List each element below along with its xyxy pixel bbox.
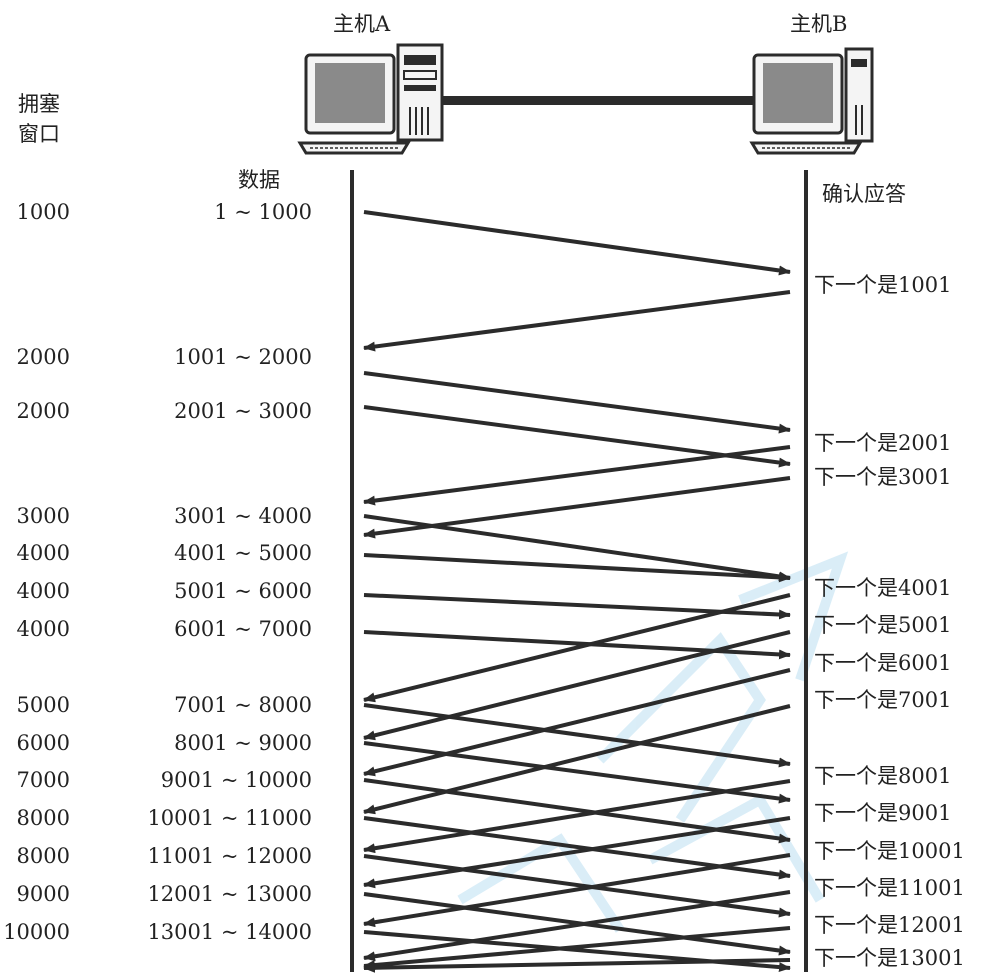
data-range: 2001 ~ 3000 <box>174 399 312 423</box>
ack-label: 下一个是4001 <box>814 576 952 600</box>
data-segment-arrow <box>363 553 791 583</box>
cwnd-value: 7000 <box>16 768 70 792</box>
data-range: 12001 ~ 13000 <box>147 882 312 906</box>
ack-label: 下一个是2001 <box>814 431 952 455</box>
ack-label: 下一个是5001 <box>814 613 952 637</box>
cwnd-value: 4000 <box>16 541 70 565</box>
ack-label: 下一个是10001 <box>814 839 965 863</box>
cwnd-value: 1000 <box>16 200 70 224</box>
cwnd-value: 2000 <box>16 399 70 423</box>
computer-icon <box>749 47 874 155</box>
data-range: 13001 ~ 14000 <box>147 920 312 944</box>
data-header: 数据 <box>238 168 280 192</box>
ack-arrow <box>363 779 791 854</box>
ack-arrow <box>363 853 791 928</box>
ack-label: 下一个是1001 <box>814 273 952 297</box>
ack-header: 确认应答 <box>822 182 906 206</box>
cwnd-value: 10000 <box>3 920 70 944</box>
cwnd-value: 3000 <box>16 504 70 528</box>
data-segment-arrow <box>363 778 791 844</box>
cwnd-value: 8000 <box>16 844 70 868</box>
ack-label: 下一个是11001 <box>814 876 965 900</box>
cwnd-header-line2: 窗口 <box>18 122 60 146</box>
data-range: 1 ~ 1000 <box>214 200 312 224</box>
ack-arrow <box>363 445 791 506</box>
data-range: 11001 ~ 12000 <box>147 844 312 868</box>
ack-arrow <box>363 668 791 777</box>
ack-label: 下一个是12001 <box>814 913 965 937</box>
data-range: 1001 ~ 2000 <box>174 345 312 369</box>
data-range: 9001 ~ 10000 <box>160 768 312 792</box>
data-range: 7001 ~ 8000 <box>174 693 312 717</box>
data-range: 8001 ~ 9000 <box>174 731 312 755</box>
ack-arrow <box>363 816 791 889</box>
data-segment-arrow <box>363 210 791 276</box>
ack-arrow <box>363 630 791 741</box>
cwnd-value: 5000 <box>16 693 70 717</box>
arrows <box>363 210 791 973</box>
ack-label: 下一个是13001 <box>814 946 965 970</box>
ack-label: 下一个是3001 <box>814 465 952 489</box>
ack-arrow <box>363 958 791 973</box>
data-segment-arrow <box>363 703 791 768</box>
ack-label: 下一个是8001 <box>814 764 952 788</box>
ack-arrow <box>363 476 791 539</box>
host-a-label: 主机A <box>333 12 391 36</box>
cwnd-value: 4000 <box>16 579 70 603</box>
ack-arrow <box>363 593 791 703</box>
computer-icon <box>297 43 444 155</box>
cwnd-value: 9000 <box>16 882 70 906</box>
data-range: 6001 ~ 7000 <box>174 617 312 641</box>
data-range: 4001 ~ 5000 <box>174 541 312 565</box>
ack-label: 下一个是9001 <box>814 801 952 825</box>
ack-arrow <box>363 290 791 352</box>
cwnd-value: 2000 <box>16 345 70 369</box>
ack-arrow <box>363 704 791 815</box>
cwnd-value: 4000 <box>16 617 70 641</box>
network-link <box>442 96 762 105</box>
cwnd-value: 8000 <box>16 806 70 830</box>
data-range: 10001 ~ 11000 <box>147 806 312 830</box>
ack-label: 下一个是7001 <box>814 688 952 712</box>
ack-arrow <box>363 926 791 971</box>
data-segment-arrow <box>363 371 791 434</box>
data-range: 5001 ~ 6000 <box>174 579 312 603</box>
ack-arrow <box>363 890 791 962</box>
cwnd-header-line1: 拥塞 <box>18 92 60 116</box>
host-b-label: 主机B <box>790 12 848 36</box>
cwnd-value: 6000 <box>16 731 70 755</box>
data-range: 3001 ~ 4000 <box>174 504 312 528</box>
ack-label: 下一个是6001 <box>814 651 952 675</box>
